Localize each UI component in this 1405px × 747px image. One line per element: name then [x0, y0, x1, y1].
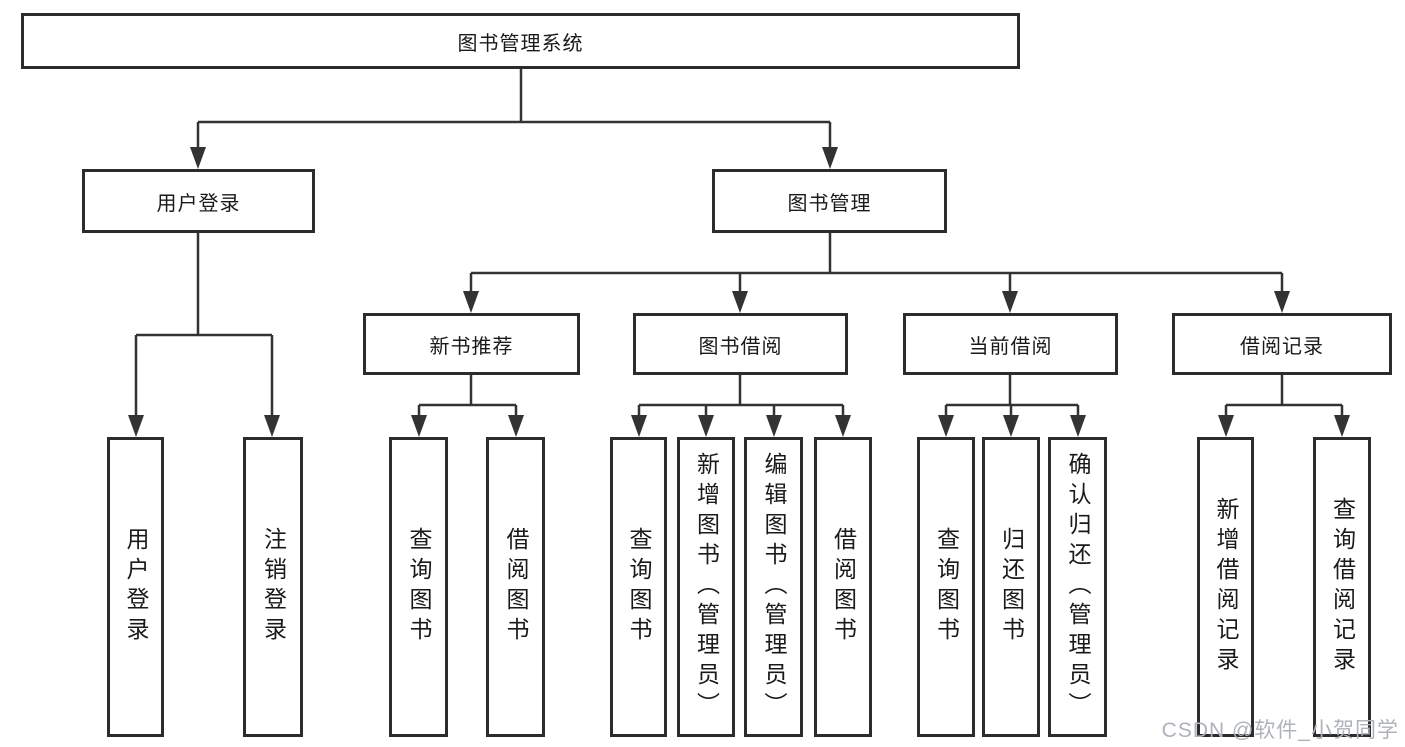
node-leaf-add-books-admin: 新增图书（管理员）	[677, 437, 735, 737]
node-leaf-query-borrow-record: 查询借阅记录	[1313, 437, 1371, 737]
node-leaf-edit-books-admin: 编辑图书（管理员）	[744, 437, 803, 737]
node-current-borrowing: 当前借阅	[903, 313, 1118, 375]
node-label: 确认归还（管理员）	[1065, 452, 1091, 722]
node-new-book-recommendation: 新书推荐	[363, 313, 580, 375]
node-label: 用户登录	[123, 527, 149, 647]
node-leaf-borrow-books-bb: 借阅图书	[814, 437, 872, 737]
node-library-system: 图书管理系统	[21, 13, 1020, 69]
node-label: 查询图书	[406, 527, 432, 647]
node-label: 归还图书	[998, 527, 1025, 647]
node-leaf-confirm-return-admin: 确认归还（管理员）	[1048, 437, 1107, 737]
node-user-login: 用户登录	[82, 169, 315, 233]
node-borrowing-records: 借阅记录	[1172, 313, 1392, 375]
node-leaf-query-books-cb: 查询图书	[917, 437, 975, 737]
connector	[134, 69, 1344, 422]
node-book-management: 图书管理	[712, 169, 947, 233]
node-leaf-user-login: 用户登录	[107, 437, 164, 737]
node-label: 新增图书（管理员）	[693, 452, 720, 722]
node-leaf-return-books: 归还图书	[982, 437, 1040, 737]
node-book-borrowing: 图书借阅	[633, 313, 848, 375]
node-label: 编辑图书（管理员）	[761, 452, 787, 722]
node-label: 注销登录	[260, 527, 287, 647]
node-label: 新增借阅记录	[1213, 497, 1239, 677]
node-label: 借阅图书	[830, 527, 857, 647]
node-leaf-logout: 注销登录	[243, 437, 303, 737]
node-label: 查询借阅记录	[1329, 497, 1356, 677]
csdn-watermark: CSDN @软件_小贺同学	[1161, 719, 1399, 742]
node-label: 查询图书	[933, 527, 960, 647]
node-leaf-add-borrow-record: 新增借阅记录	[1197, 437, 1254, 737]
node-leaf-borrow-books-rec: 借阅图书	[486, 437, 545, 737]
node-leaf-query-books-rec: 查询图书	[389, 437, 448, 737]
node-leaf-query-books-bb: 查询图书	[610, 437, 667, 737]
node-label: 查询图书	[626, 527, 652, 647]
arrowheads	[128, 147, 1350, 437]
node-label: 借阅图书	[503, 527, 529, 647]
